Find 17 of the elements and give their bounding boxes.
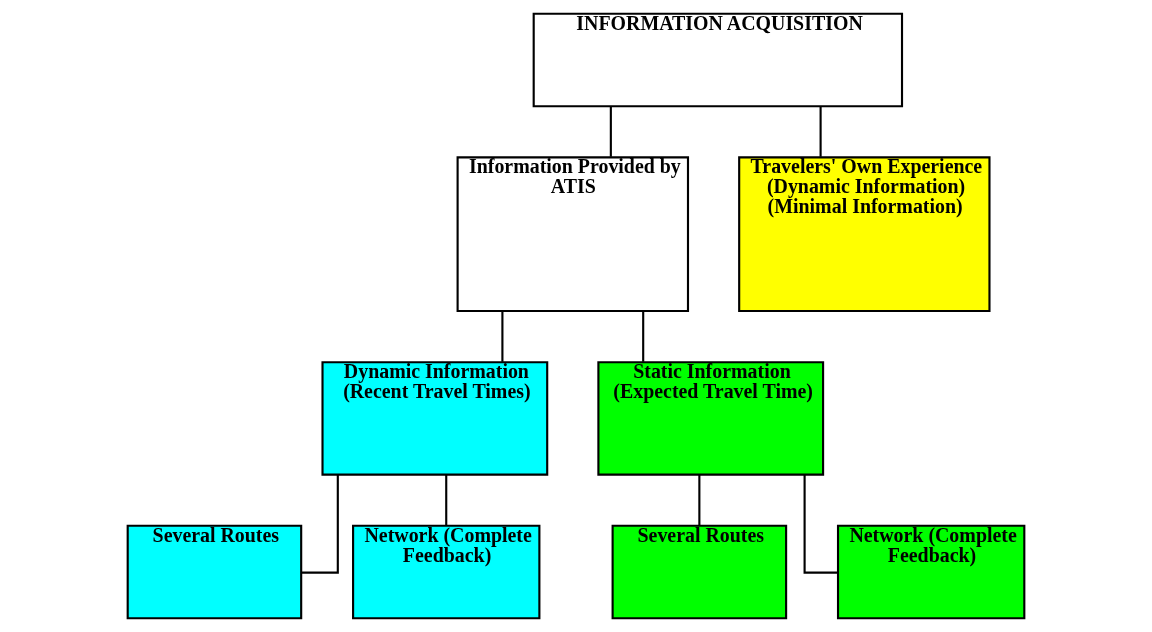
node-box: Static Information (Expected Travel Time) <box>597 361 825 476</box>
connector <box>609 106 612 157</box>
connector <box>803 474 838 574</box>
node-box: Network (Complete Feedback) <box>836 524 1026 620</box>
node-box: Several Routes <box>126 524 303 620</box>
connector <box>642 311 645 362</box>
connector <box>819 106 822 157</box>
connector <box>301 474 339 574</box>
connector <box>698 474 701 526</box>
node-box: INFORMATION ACQUISITION <box>532 12 904 108</box>
node-box: Several Routes <box>611 524 788 620</box>
node-box: Network (Complete Feedback) <box>352 524 541 620</box>
node-box: Dynamic Information (Recent Travel Times) <box>321 361 549 476</box>
connector <box>501 311 504 362</box>
node-box: Information Provided by ATIS <box>456 156 690 313</box>
node-box: Travelers' Own Experience (Dynamic Information) (Minimal Information) <box>738 156 991 313</box>
connector <box>445 474 448 526</box>
